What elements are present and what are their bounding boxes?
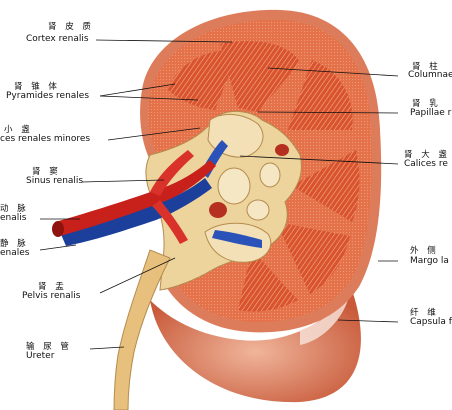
label-ureter-zh: 输 尿 管	[26, 342, 72, 352]
label-major-calices-la: Calices re	[404, 159, 448, 169]
label-major-calices-zh: 肾 大 盏	[404, 150, 450, 160]
minor-calyx-b	[259, 162, 281, 188]
label-papillae-la: Papillae r	[410, 108, 452, 118]
label-lateral-margin-la: Margo la	[410, 256, 449, 266]
label-cortex-la: Cortex renalis	[26, 34, 89, 44]
label-cortex-zh: 肾 皮 质	[48, 22, 94, 32]
label-artery-zh: 动 脉	[0, 204, 29, 214]
label-pyramids-la: Pyramides renales	[6, 91, 90, 101]
label-vein-zh: 静 脉	[0, 239, 29, 249]
label-pelvis-la: Pelvis renalis	[22, 291, 81, 301]
label-capsule-zh: 纤 维	[410, 308, 439, 318]
minor-calyx-a	[217, 167, 251, 205]
ureter	[113, 249, 171, 410]
label-papillae-zh: 肾 乳	[412, 99, 441, 109]
label-ureter-la: Ureter	[26, 351, 55, 361]
label-columns-zh: 肾 柱	[412, 62, 441, 72]
label-pelvis-zh: 肾 盂	[38, 282, 67, 292]
minor-calyx-c	[246, 199, 270, 221]
label-vein-la: enales	[0, 248, 30, 258]
label-artery-la: enalis	[0, 213, 27, 223]
leader-lines	[39, 39, 399, 350]
label-lateral-margin-zh: 外 侧	[410, 246, 439, 256]
label-minor-calices-la: ces renales minores	[0, 134, 91, 144]
capsule-lower-lobe	[150, 290, 361, 403]
label-pyramids-zh: 肾 锥 体	[14, 82, 60, 92]
label-columns-la: Columnae	[408, 70, 452, 80]
label-sinus-zh: 肾 窦	[32, 167, 61, 177]
renal-artery	[52, 150, 216, 244]
label-sinus-la: Sinus renalis	[26, 176, 84, 186]
label-minor-calices-zh: 小 盏	[4, 125, 33, 135]
label-capsule-la: Capsula f	[410, 317, 452, 327]
